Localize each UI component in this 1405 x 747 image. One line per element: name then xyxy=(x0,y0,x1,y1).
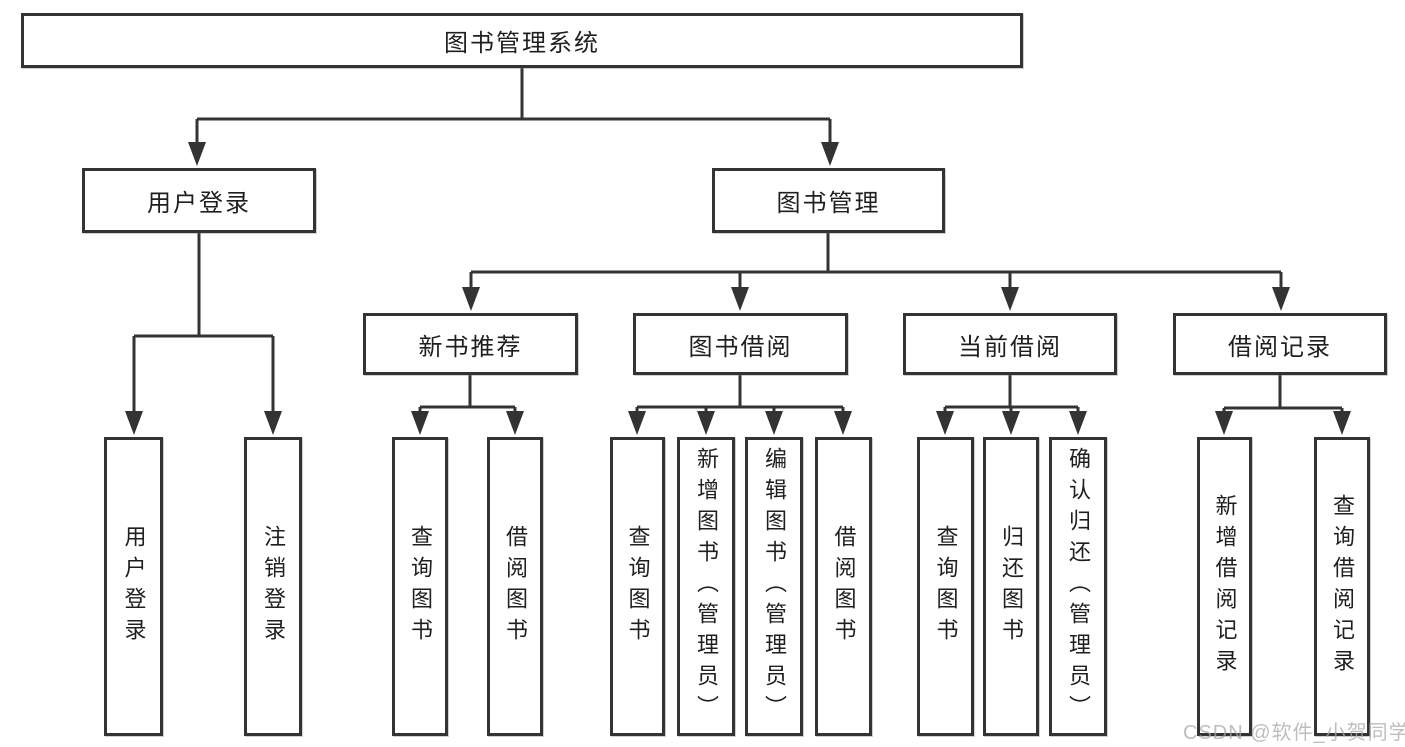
leaf-return-books: 归还图书 xyxy=(983,437,1039,736)
leaf-current-query-books: 查询图书 xyxy=(917,437,974,736)
node-borrowing-records-label: 借阅记录 xyxy=(1228,333,1332,361)
leaf-query-borrow-record: 查询借阅记录 xyxy=(1314,437,1370,736)
node-current-borrowing: 当前借阅 xyxy=(903,313,1117,375)
leaf-add-books-admin-label: 新增图书（管理员） xyxy=(694,447,719,726)
node-book-management-label: 图书管理 xyxy=(776,190,881,217)
node-new-book-recommendation-label: 新书推荐 xyxy=(418,333,523,361)
leaf-add-borrow-record: 新增借阅记录 xyxy=(1197,437,1252,736)
node-library-management-system: 图书管理系统 xyxy=(21,13,1023,68)
node-user-login: 用户登录 xyxy=(82,168,316,233)
csdn-watermark: CSDN @软件_小贺同学 xyxy=(1183,722,1405,744)
leaf-user-login-label: 用户登录 xyxy=(121,524,147,649)
node-book-management: 图书管理 xyxy=(712,168,945,233)
leaf-borrowing-borrow-books: 借阅图书 xyxy=(815,437,872,736)
leaf-logout: 注销登录 xyxy=(244,437,302,736)
leaf-add-books-admin: 新增图书（管理员） xyxy=(677,437,735,736)
node-new-book-recommendation: 新书推荐 xyxy=(363,313,578,375)
node-book-borrowing: 图书借阅 xyxy=(633,313,848,375)
leaf-borrowing-query-books-label: 查询图书 xyxy=(625,524,651,649)
leaf-edit-books-admin: 编辑图书（管理员） xyxy=(745,437,803,736)
leaf-confirm-return-admin: 确认归还（管理员） xyxy=(1049,437,1107,736)
leaf-recommend-query-books-label: 查询图书 xyxy=(408,524,433,649)
leaf-borrowing-query-books: 查询图书 xyxy=(610,437,665,736)
node-current-borrowing-label: 当前借阅 xyxy=(958,333,1062,361)
node-borrowing-records: 借阅记录 xyxy=(1173,313,1387,375)
leaf-recommend-borrow-books-label: 借阅图书 xyxy=(503,524,528,649)
leaf-query-borrow-record-label: 查询借阅记录 xyxy=(1330,493,1355,680)
node-library-management-system-label: 图书管理系统 xyxy=(444,30,600,57)
node-book-borrowing-label: 图书借阅 xyxy=(688,333,793,361)
leaf-borrowing-borrow-books-label: 借阅图书 xyxy=(831,524,857,649)
leaf-recommend-borrow-books: 借阅图书 xyxy=(487,437,543,736)
leaf-return-books-label: 归还图书 xyxy=(999,524,1024,649)
leaf-confirm-return-admin-label: 确认归还（管理员） xyxy=(1066,447,1091,726)
leaf-edit-books-admin-label: 编辑图书（管理员） xyxy=(762,447,787,726)
leaf-recommend-query-books: 查询图书 xyxy=(392,437,448,736)
leaf-user-login: 用户登录 xyxy=(104,437,163,736)
leaf-current-query-books-label: 查询图书 xyxy=(933,524,959,649)
leaf-add-borrow-record-label: 新增借阅记录 xyxy=(1212,493,1238,680)
leaf-logout-label: 注销登录 xyxy=(261,524,286,649)
node-user-login-label: 用户登录 xyxy=(147,190,251,217)
